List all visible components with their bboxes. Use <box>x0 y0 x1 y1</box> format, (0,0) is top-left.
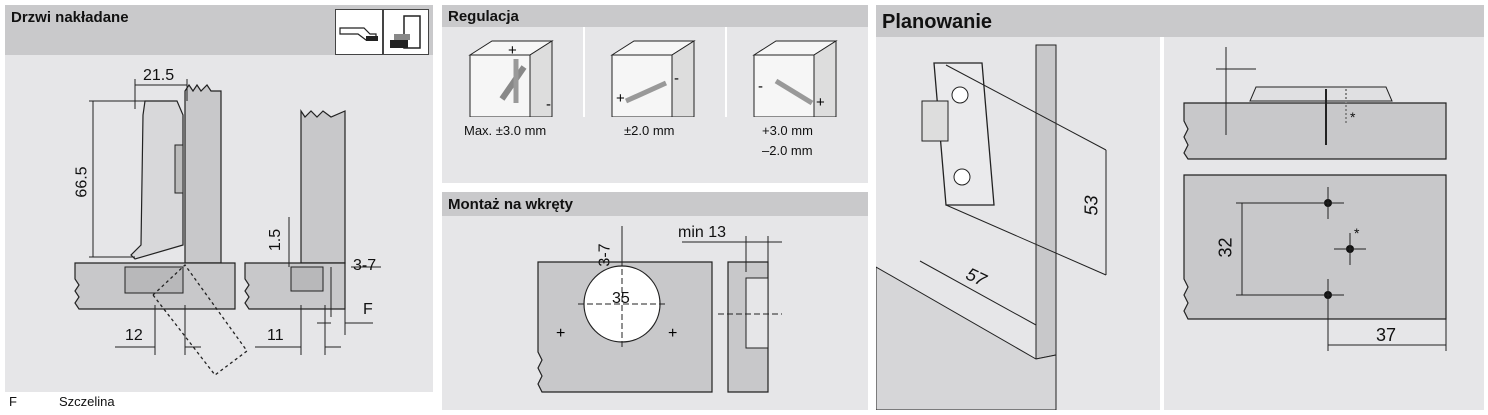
plan-marker-bottom: * <box>1354 225 1360 241</box>
svg-text:+: + <box>816 94 825 111</box>
dim-depth-label: 3-7 <box>596 243 614 267</box>
dim-width-label: 21.5 <box>143 67 175 84</box>
door-type-icon-overlay <box>335 9 383 55</box>
adjustment-header: Regulacja <box>442 5 868 27</box>
screw-mount-panel: Montaż na wkręty + + 3-7 35 min 13 <box>442 192 868 410</box>
planning-header: Planowanie <box>876 5 1484 37</box>
adjust-label-2: ±2.0 mm <box>624 123 675 138</box>
screw-mount-drawing: + + <box>537 226 782 393</box>
legend-key: F <box>9 394 17 409</box>
dim-diameter-label: 35 <box>612 290 630 307</box>
hinge-icon <box>339 27 378 41</box>
adjustment-drawing: + - + - - + <box>442 27 868 183</box>
legend-value: Szczelina <box>59 394 115 409</box>
screw-mount-header: Montaż na wkręty <box>442 192 868 216</box>
svg-text:+: + <box>508 42 517 59</box>
planning-drawing <box>876 37 1447 410</box>
svg-text:-: - <box>758 78 763 95</box>
overlay-door-title: Drzwi nakładane <box>11 9 129 26</box>
planning-panel: Planowanie 53 <box>876 5 1484 410</box>
dim-height-label: 66.5 <box>73 166 91 198</box>
svg-text:+: + <box>556 325 565 342</box>
overlay-door-panel: Drzwi nakładane <box>5 5 433 410</box>
svg-text:+: + <box>616 90 625 107</box>
dim-gap-v-label: 1.5 <box>267 228 285 252</box>
dim-gap-f-label: F <box>363 301 373 318</box>
plan-marker-top: * <box>1350 109 1356 125</box>
planning-title: Planowanie <box>882 11 993 33</box>
door-type-icon-selected <box>383 9 429 55</box>
svg-text:-: - <box>546 96 551 113</box>
dim-gap-range-label: 3-7 <box>353 257 377 274</box>
adjustment-title: Regulacja <box>448 8 519 25</box>
adjustment-panel: Regulacja + - + - - + Max. ±3.0 mm ±2.0 … <box>442 5 868 183</box>
cabinet-corner-icon <box>390 15 421 49</box>
dim-bottom-mid-label: 11 <box>267 327 284 344</box>
adjust-label-3: +3.0 mm <box>762 123 813 138</box>
dim-plan-height-label: 53 <box>1081 195 1102 216</box>
svg-text:-: - <box>674 70 679 87</box>
dim-min-label: min 13 <box>678 224 727 241</box>
screw-mount-title: Montaż na wkręty <box>448 196 574 213</box>
dim-plan-offset-label: 37 <box>1376 325 1397 345</box>
legend-row: F Szczelina <box>5 392 433 410</box>
dim-bottom-left-label: 12 <box>125 327 143 344</box>
adjust-label-3b: –2.0 mm <box>762 143 813 158</box>
adjust-label-1: Max. ±3.0 mm <box>464 123 547 138</box>
overlay-door-drawing <box>74 79 381 376</box>
svg-text:+: + <box>668 325 677 342</box>
dim-plan-spacing-label: 32 <box>1215 237 1236 258</box>
